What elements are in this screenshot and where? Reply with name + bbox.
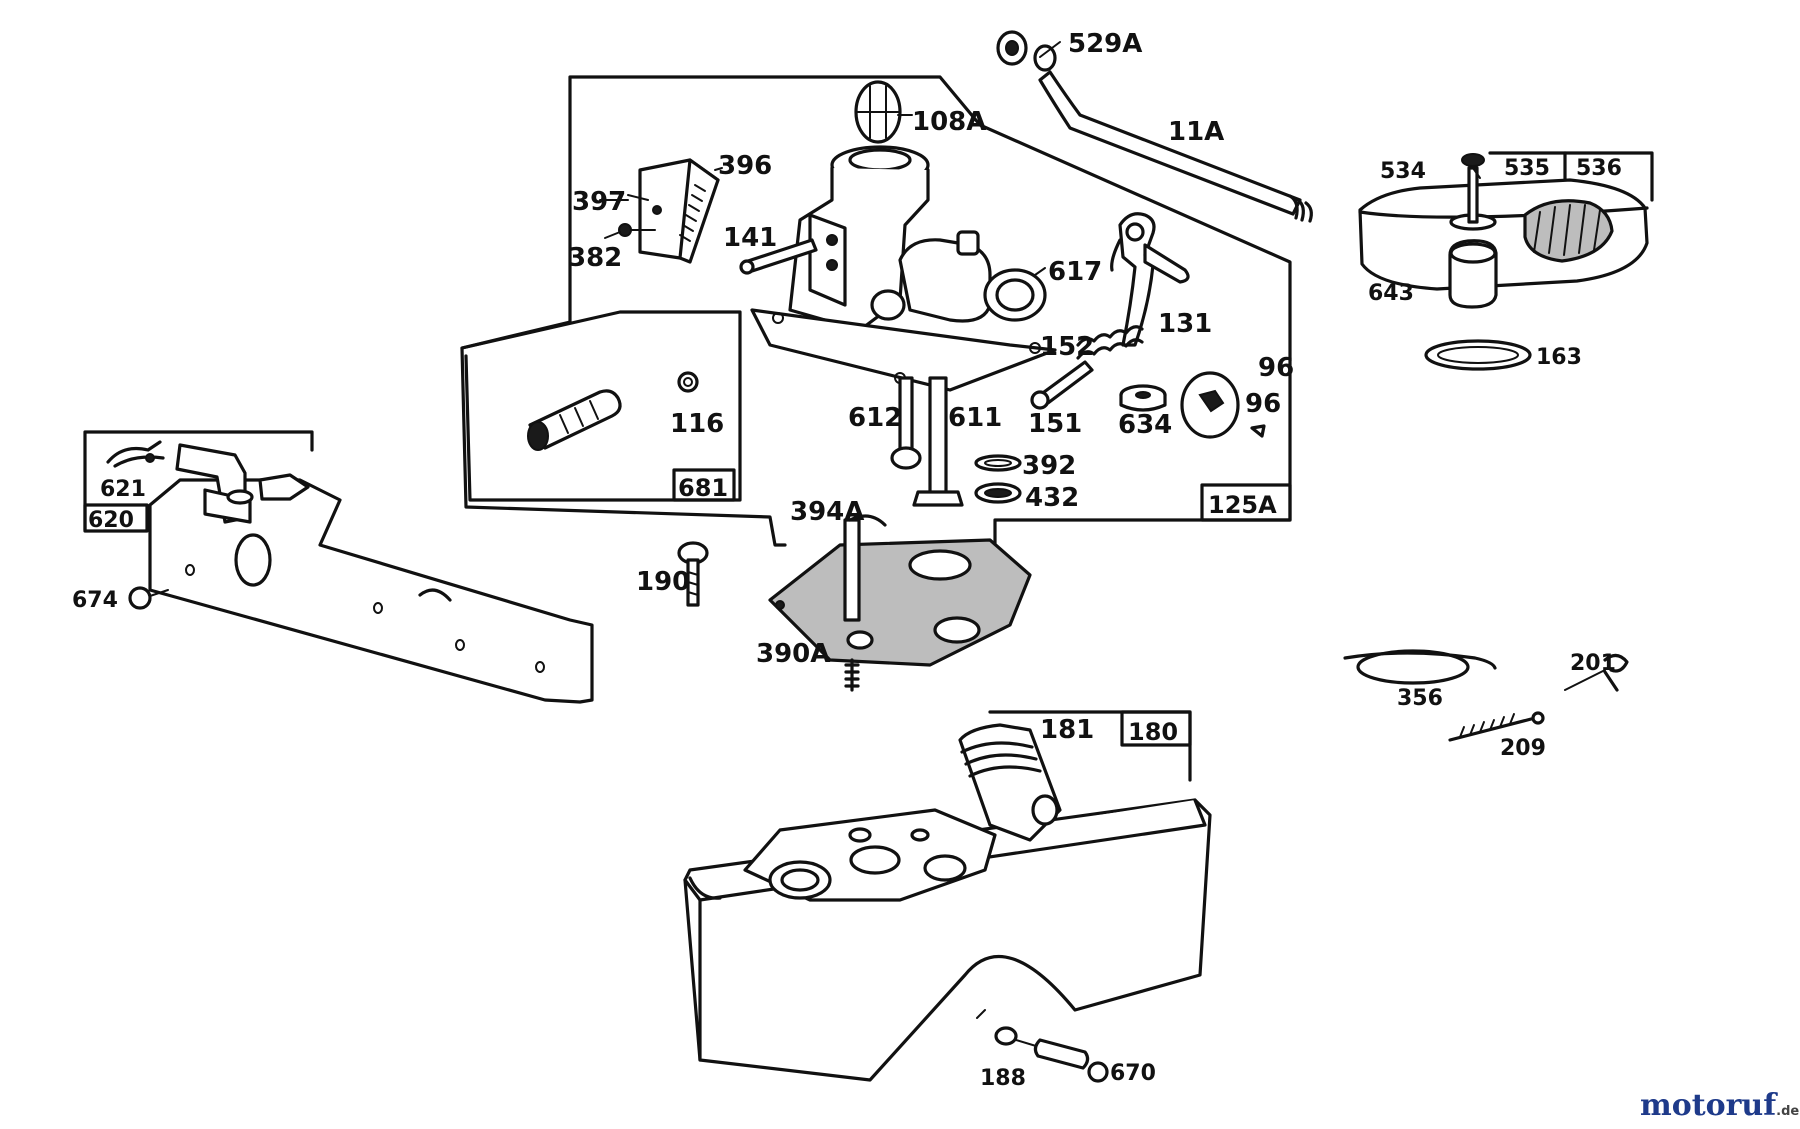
washer-634-part bbox=[1119, 384, 1167, 412]
fuel-fitting-box-outline: 681 bbox=[460, 310, 742, 502]
label-163: 163 bbox=[1536, 345, 1582, 370]
fuel-fitting-part bbox=[527, 371, 699, 451]
label-674: 674 bbox=[72, 588, 118, 613]
label-188: 188 bbox=[980, 1066, 1026, 1091]
label-534: 534 bbox=[1380, 159, 1426, 184]
air-cleaner-housing-part bbox=[1358, 153, 1649, 309]
screw-190-part bbox=[677, 541, 709, 607]
diaphragm-96-part bbox=[1180, 371, 1266, 439]
label-108A: 108A bbox=[912, 107, 986, 137]
label-116: 116 bbox=[670, 409, 724, 439]
label-11A: 11A bbox=[1168, 117, 1224, 147]
label-96-top: 96 bbox=[1258, 353, 1294, 383]
label-141: 141 bbox=[723, 223, 777, 253]
leader-lines bbox=[599, 41, 1481, 276]
spring-clip-356-part bbox=[1343, 649, 1497, 685]
label-181: 181 bbox=[1040, 715, 1094, 745]
label-634: 634 bbox=[1118, 410, 1172, 440]
label-382: 382 bbox=[568, 243, 622, 273]
choke-shaft-part bbox=[739, 238, 818, 275]
label-209: 209 bbox=[1500, 736, 1546, 761]
fuel-pipe-part bbox=[996, 30, 1313, 223]
o-ring-432-part bbox=[974, 482, 1022, 504]
label-131: 131 bbox=[1158, 309, 1212, 339]
o-ring-392-part bbox=[974, 454, 1022, 472]
label-152: 152 bbox=[1040, 332, 1094, 362]
label-151: 151 bbox=[1028, 409, 1082, 439]
carburetor-body-part bbox=[750, 145, 1057, 392]
label-611: 611 bbox=[948, 403, 1002, 433]
idle-screw-spring-part bbox=[1030, 325, 1144, 410]
governor-spring-201-part bbox=[1564, 653, 1629, 692]
label-397: 397 bbox=[572, 187, 626, 217]
air-cleaner-box-outline bbox=[1488, 151, 1654, 202]
link-rod-209-part bbox=[1448, 711, 1545, 742]
watermark-logo: motoruf.de bbox=[1640, 1088, 1799, 1123]
label-96-bottom: 96 bbox=[1245, 389, 1281, 419]
label-529A: 529A bbox=[1068, 29, 1142, 59]
carburetor-gasket-part bbox=[768, 514, 1032, 692]
needle-valve-611-part bbox=[912, 376, 964, 507]
choke-valve-part bbox=[618, 158, 720, 264]
needle-valve-612-part bbox=[890, 376, 922, 470]
governor-link-plate-part bbox=[106, 440, 594, 704]
label-394A: 394A bbox=[790, 497, 864, 527]
primer-bulb-part bbox=[854, 80, 902, 144]
fuel-tank-box-outline: 180 bbox=[988, 710, 1192, 782]
label-670: 670 bbox=[1110, 1061, 1156, 1086]
label-190: 190 bbox=[636, 567, 690, 597]
label-612: 612 bbox=[848, 403, 902, 433]
label-392: 392 bbox=[1022, 451, 1076, 481]
label-201: 201 bbox=[1570, 651, 1616, 676]
svg-text:motoruf.de: motoruf.de bbox=[1640, 1088, 1799, 1123]
throttle-lever-part bbox=[1110, 212, 1190, 347]
watermark-tld-text: .de bbox=[1776, 1104, 1799, 1119]
box-label-681: 681 bbox=[678, 474, 728, 502]
fuel-tank-part bbox=[683, 723, 1212, 1083]
box-label-125A: 125A bbox=[1208, 491, 1277, 519]
label-617: 617 bbox=[1048, 257, 1102, 287]
part-number-labels: 529A 108A 11A 396 397 382 141 617 131 53… bbox=[72, 29, 1622, 1091]
label-390A: 390A bbox=[756, 639, 830, 669]
governor-plate-box-outline bbox=[83, 430, 314, 533]
label-621: 621 bbox=[100, 477, 146, 502]
label-620: 620 bbox=[88, 508, 134, 533]
label-535: 535 bbox=[1504, 156, 1550, 181]
box-label-180: 180 bbox=[1128, 718, 1178, 746]
label-643: 643 bbox=[1368, 281, 1414, 306]
label-432: 432 bbox=[1025, 483, 1079, 513]
watermark-brand-text: motoruf bbox=[1640, 1088, 1778, 1123]
label-536: 536 bbox=[1576, 156, 1622, 181]
label-396: 396 bbox=[718, 151, 772, 181]
label-356: 356 bbox=[1397, 686, 1443, 711]
air-cleaner-gasket-163-part bbox=[1424, 339, 1532, 371]
